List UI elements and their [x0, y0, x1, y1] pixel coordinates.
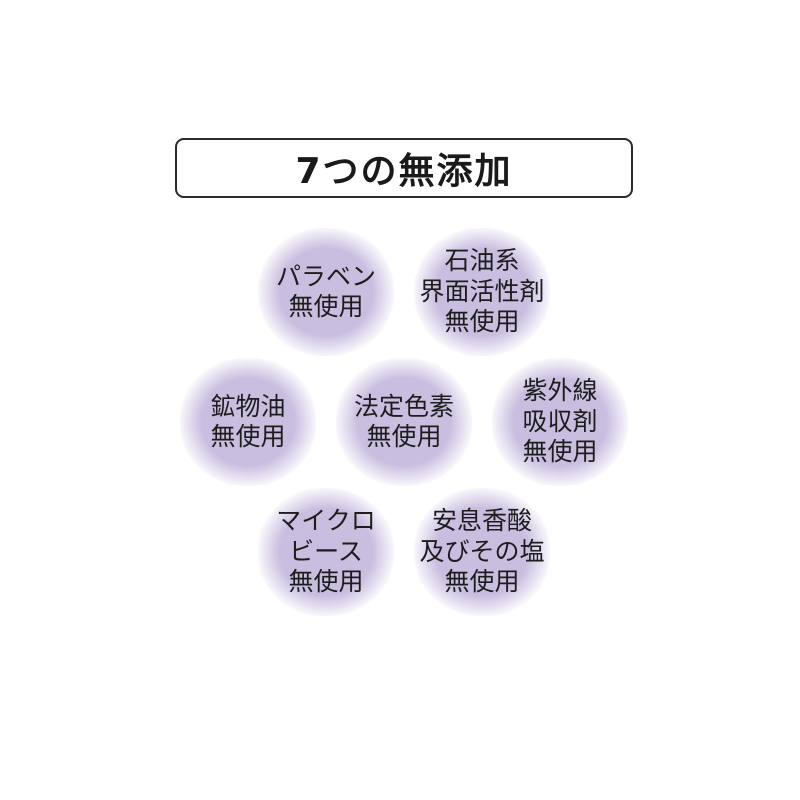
page-title: 7つの無添加 — [295, 151, 513, 192]
badge-microbeads: マイクロ ビース 無使用 — [258, 488, 394, 616]
badge-line: 及びその塩 — [419, 536, 545, 566]
badge-text: 法定色素 無使用 — [354, 392, 454, 453]
title-box: 7つの無添加 — [175, 138, 633, 198]
badge-legal-dye: 法定色素 無使用 — [336, 358, 472, 486]
badge-line: 鉱物油 — [210, 391, 286, 421]
badge-line: 紫外線 — [522, 376, 598, 406]
badge-line: 石油系 — [444, 246, 520, 276]
badge-text: パラベン 無使用 — [276, 262, 376, 323]
badge-text: 安息香酸 及びその塩 無使用 — [419, 506, 544, 598]
badge-text: マイクロ ビース 無使用 — [276, 506, 376, 598]
badge-line: 無使用 — [288, 567, 364, 597]
badge-line: 界面活性剤 — [419, 276, 545, 306]
badge-mineral-oil: 鉱物油 無使用 — [180, 358, 316, 486]
badge-line: 無使用 — [444, 567, 520, 597]
badge-glow — [258, 488, 394, 616]
badge-text: 紫外線 吸収剤 無使用 — [522, 376, 597, 468]
badge-line: 無使用 — [366, 422, 442, 451]
badge-glow — [180, 358, 316, 486]
badge-line: 無使用 — [444, 307, 520, 337]
badge-line: 無使用 — [288, 292, 364, 321]
badge-petroleum-surfactant: 石油系 界面活性剤 無使用 — [414, 228, 550, 356]
badge-line: 法定色素 — [353, 391, 454, 421]
badge-text: 鉱物油 無使用 — [210, 392, 285, 453]
badge-line: パラベン — [275, 261, 376, 291]
badge-glow — [336, 358, 472, 486]
badge-glow — [414, 488, 550, 616]
badge-line: 吸収剤 — [522, 406, 598, 436]
badge-line: 無使用 — [210, 422, 286, 451]
badge-line: 無使用 — [522, 437, 598, 467]
badge-glow — [258, 228, 394, 356]
badge-text: 石油系 界面活性剤 無使用 — [419, 246, 544, 338]
badge-line: 安息香酸 — [431, 506, 532, 536]
badge-paraben: パラベン 無使用 — [258, 228, 394, 356]
badge-benzoic-acid: 安息香酸 及びその塩 無使用 — [414, 488, 550, 616]
badge-line: ビース — [289, 536, 363, 566]
badge-glow — [492, 358, 628, 486]
badge-line: マイクロ — [276, 506, 376, 536]
badge-uv-absorber: 紫外線 吸収剤 無使用 — [492, 358, 628, 486]
badge-glow — [414, 228, 550, 356]
